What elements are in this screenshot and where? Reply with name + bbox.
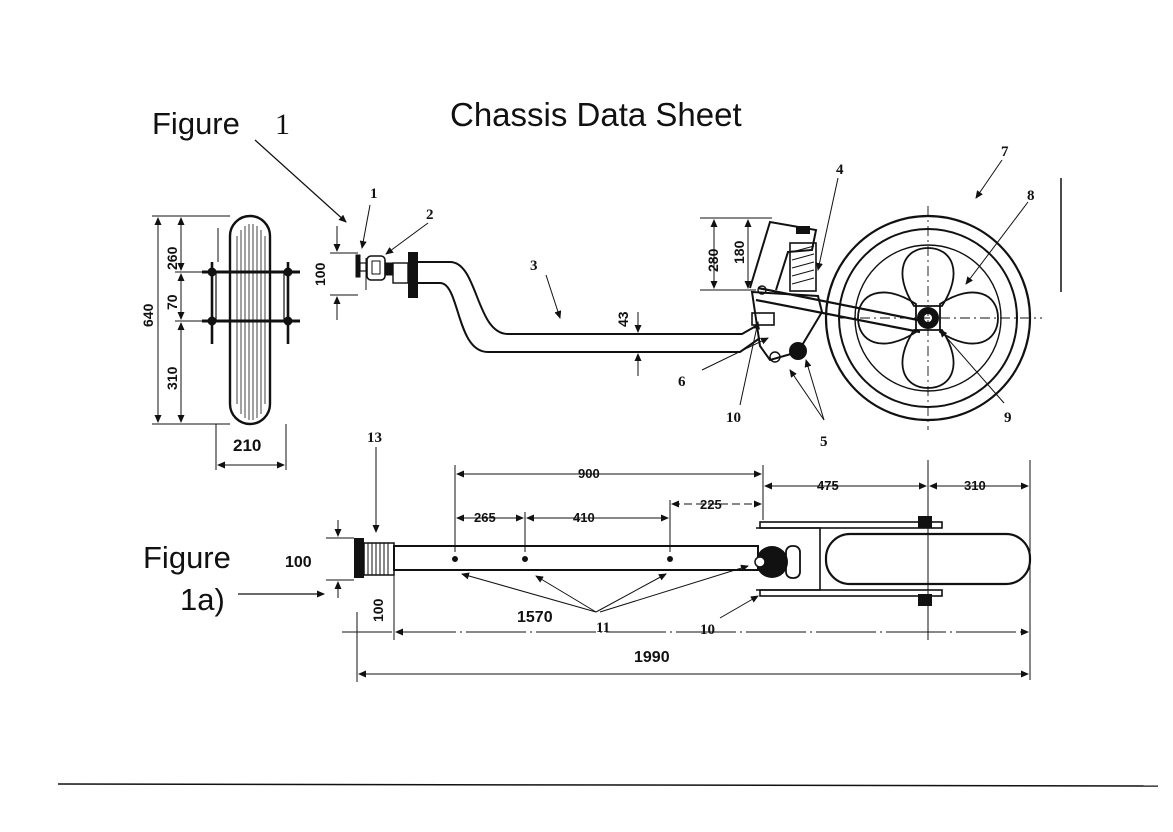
page-title: Chassis Data Sheet xyxy=(450,96,742,133)
callout-11: 11 xyxy=(596,620,610,636)
dim-43: 43 xyxy=(615,311,631,327)
dim-100-coupling-length: 100 xyxy=(370,598,386,622)
figure1-pointer-arrow xyxy=(254,139,347,223)
callout-7: 7 xyxy=(1001,144,1009,160)
dim-260: 260 xyxy=(164,246,180,270)
dim-310-end: 310 xyxy=(164,366,180,390)
dim-265: 265 xyxy=(474,510,496,525)
dim-70: 70 xyxy=(164,294,180,310)
dim-1990: 1990 xyxy=(634,649,670,666)
coupling-icon xyxy=(355,252,418,298)
dim-180: 180 xyxy=(731,240,747,264)
dim-900: 900 xyxy=(578,466,600,481)
callout-6: 6 xyxy=(678,374,686,390)
figure1a-label-line1: Figure xyxy=(143,540,231,575)
dim-100-coupling-height: 100 xyxy=(312,262,328,286)
callout-13: 13 xyxy=(367,430,382,446)
dim-640: 640 xyxy=(140,303,156,327)
callout-8: 8 xyxy=(1027,188,1035,204)
callout-10-side: 10 xyxy=(726,410,741,426)
dim-310-plan: 310 xyxy=(964,478,986,493)
callout-10-plan: 10 xyxy=(700,622,715,638)
dim-210: 210 xyxy=(233,436,261,455)
dim-280: 280 xyxy=(705,248,721,272)
side-view-dimension-lines xyxy=(330,217,772,376)
figure1a-label-line2: 1a) xyxy=(180,582,225,617)
wheel-icon xyxy=(824,206,1042,430)
plan-view-dimension-lines xyxy=(326,460,1031,682)
end-view-dimension-lines xyxy=(152,215,287,470)
figure1-label: Figure xyxy=(152,106,240,141)
dim-410: 410 xyxy=(573,510,595,525)
callout-3: 3 xyxy=(530,258,538,274)
dim-100-coupling-width: 100 xyxy=(285,554,312,571)
callout-5: 5 xyxy=(820,434,828,450)
callout-2: 2 xyxy=(426,207,434,223)
dim-1570: 1570 xyxy=(517,609,553,626)
drawbar-tube xyxy=(418,261,757,335)
end-view-drawing xyxy=(202,214,300,426)
dim-225: 225 xyxy=(700,497,722,512)
figure1-number: 1 xyxy=(275,108,290,141)
dim-475: 475 xyxy=(817,478,839,493)
page-bottom-rule xyxy=(57,783,1159,787)
callout-4: 4 xyxy=(836,162,844,178)
side-view-drawing xyxy=(355,206,1042,430)
callout-1: 1 xyxy=(370,186,378,202)
callout-9: 9 xyxy=(1004,410,1012,426)
